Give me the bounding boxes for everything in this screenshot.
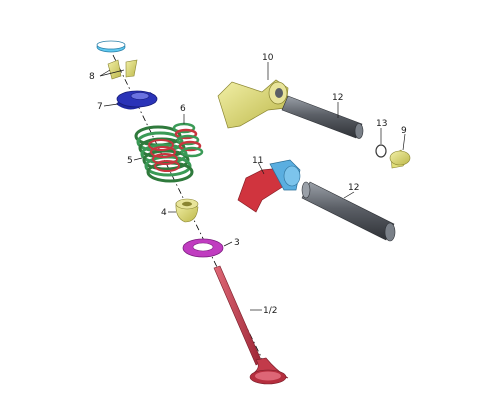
valve-stem-seal [175, 198, 199, 223]
valve-cap [96, 40, 126, 53]
valve-cotters [107, 59, 138, 80]
callout-7: 7 [97, 102, 103, 112]
spring-seat-washer [182, 238, 224, 258]
spring-retainer [116, 90, 158, 110]
rocker-shaft-upper [281, 95, 364, 139]
callout-11: 11 [252, 156, 263, 166]
inner-valve-spring [172, 122, 204, 158]
callout-12-lower: 12 [348, 183, 359, 193]
rocker-arm-lower [237, 159, 301, 213]
leader-lines [99, 62, 406, 311]
circlip [375, 144, 387, 158]
callout-8: 8 [89, 72, 95, 82]
callout-5: 5 [127, 156, 133, 166]
valve-spring-inner [148, 139, 180, 172]
valve-adjuster-pad [389, 149, 411, 169]
callout-6: 6 [180, 104, 186, 114]
callout-3: 3 [234, 238, 240, 248]
callout-12-upper: 12 [332, 93, 343, 103]
rocker-shaft-lower [301, 181, 396, 242]
rocker-arm-upper [217, 79, 289, 129]
callout-13: 13 [376, 119, 387, 129]
callout-4: 4 [161, 208, 167, 218]
callout-9: 9 [401, 126, 407, 136]
callout-10: 10 [262, 53, 274, 63]
valve [213, 265, 289, 385]
callout-1-2: 1/2 [263, 306, 277, 316]
